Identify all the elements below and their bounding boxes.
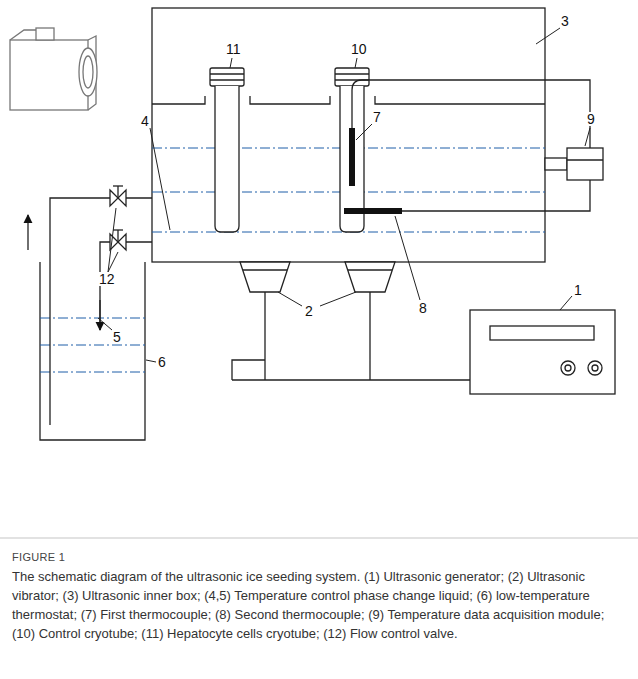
callout-number: 9 [586, 112, 596, 126]
camera-icon [10, 28, 97, 110]
signal-wire [232, 292, 470, 380]
thermostat-tank [40, 262, 145, 440]
figure-title: FIGURE 1 [12, 551, 65, 563]
connector-stub [545, 158, 567, 170]
figure-caption: The schematic diagram of the ultrasonic … [12, 568, 624, 643]
thermocouple-wire [352, 80, 590, 148]
callout-number: 4 [140, 114, 150, 128]
callout-number: 8 [418, 301, 428, 315]
callout-number: 7 [372, 110, 382, 124]
thermocouple-wire [402, 180, 590, 211]
pipe [100, 242, 152, 330]
leader-line [98, 28, 590, 362]
callout-number: 2 [304, 304, 314, 318]
pipe [50, 198, 152, 425]
ultrasonic-vibrator [345, 262, 395, 292]
callout-number: 3 [560, 14, 570, 28]
callout-number: 10 [350, 42, 368, 56]
callout-number: 1 [573, 283, 583, 297]
thermocouple [344, 208, 402, 214]
ultrasonic-inner-box [152, 8, 545, 262]
callout-number: 5 [112, 330, 122, 344]
separator [0, 537, 638, 538]
callout-number: 12 [98, 272, 116, 286]
flow-arrow [27, 215, 28, 250]
ultrasonic-vibrator [240, 262, 290, 292]
ultrasonic-generator [470, 310, 615, 394]
thermocouple [349, 128, 355, 186]
cryotube [210, 68, 244, 232]
liquid-level [40, 318, 145, 372]
callout-number: 6 [157, 355, 167, 369]
data-acquisition-module [567, 148, 603, 180]
callout-number: 11 [225, 42, 242, 56]
